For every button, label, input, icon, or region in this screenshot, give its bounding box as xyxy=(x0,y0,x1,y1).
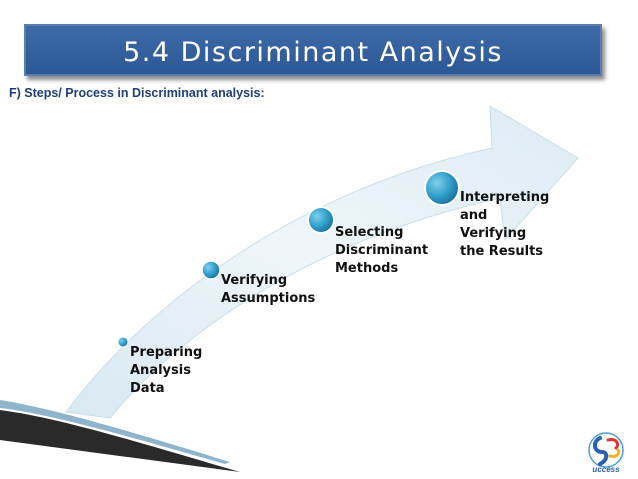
title-banner: 5.4 Discriminant Analysis xyxy=(24,24,602,76)
bottom-wedge-highlight xyxy=(0,400,230,464)
step-2-label: Verifying Assumptions xyxy=(221,273,316,306)
slide-title: 5.4 Discriminant Analysis xyxy=(123,36,503,68)
step-1-bullet xyxy=(117,336,129,348)
step-4-label: Interpreting and Verifying the Results xyxy=(460,190,550,259)
step-2-bullet xyxy=(201,260,221,280)
logo-swoosh-red-icon xyxy=(606,438,620,450)
logo-s-icon xyxy=(593,436,609,466)
success-logo: uccess xyxy=(588,432,624,474)
step-3-bullet xyxy=(307,206,335,234)
section-subtitle: F) Steps/ Process in Discriminant analys… xyxy=(9,86,265,100)
step-4-bullet xyxy=(424,170,460,206)
bottom-wedge xyxy=(0,410,240,472)
logo-text: uccess xyxy=(592,465,620,474)
step-1-label: Preparing Analysis Data xyxy=(130,345,203,396)
logo-ring-icon xyxy=(588,432,624,468)
step-3-label: Selecting Discriminant Methods xyxy=(335,225,429,276)
logo-swoosh-yellow-icon xyxy=(608,448,621,458)
